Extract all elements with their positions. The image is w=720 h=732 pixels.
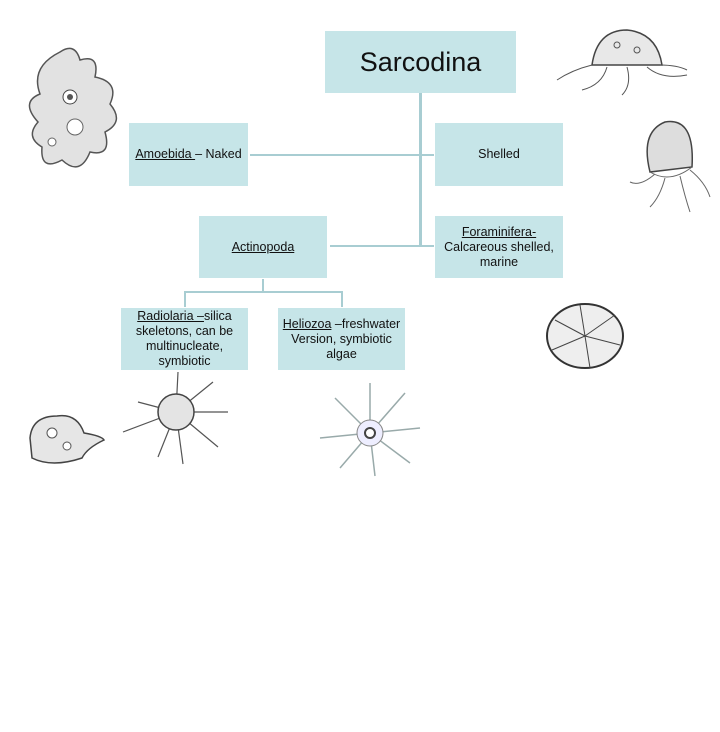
connector-root-trunk [419, 93, 422, 247]
connector-actinopoda-down [262, 279, 264, 292]
amoebida-desc: – Naked [195, 147, 242, 161]
testate-amoeba-sketch [629, 120, 711, 213]
connector-actinopoda-foraminifera [330, 245, 434, 247]
amoeba-sketch [28, 47, 118, 168]
actinopoda-label: Actinopoda [231, 239, 295, 254]
heliozoa-name: Heliozoa [282, 316, 332, 331]
node-sarcodina: Sarcodina [325, 31, 516, 93]
foraminifera-sketch [546, 303, 624, 369]
node-actinopoda: Actinopoda [199, 216, 327, 278]
node-amoebida: Amoebida – Naked [129, 123, 248, 186]
node-radiolaria: Radiolaria –silica skeletons, can be mul… [121, 308, 248, 370]
heliozoa-desc: –freshwater Version, symbiotic algae [291, 316, 401, 361]
foraminifera-desc: Calcareous shelled, marine [444, 239, 554, 269]
connector-actinopoda-children [184, 291, 343, 293]
radiolaria-desc: silica skeletons, can be multinucleate, … [135, 309, 234, 368]
amoeba-small-sketch [29, 414, 106, 464]
node-shelled: Shelled [435, 123, 563, 186]
connector-heliozoa [341, 291, 343, 307]
foraminifera-name: Foraminifera- [461, 224, 537, 239]
node-heliozoa: Heliozoa –freshwater Version, symbiotic … [278, 308, 405, 370]
node-sarcodina-label: Sarcodina [359, 47, 482, 77]
connector-amoebida-shelled [250, 154, 434, 156]
node-foraminifera: Foraminifera-Calcareous shelled, marine [435, 216, 563, 278]
jellyfish-like-sketch [556, 29, 688, 96]
connector-radiolaria [184, 291, 186, 307]
radiolaria-sketch [122, 372, 228, 465]
heliozoa-sketch [319, 383, 421, 477]
radiolaria-name: Radiolaria – [137, 309, 204, 323]
amoebida-name: Amoebida [135, 147, 196, 161]
shelled-label: Shelled [478, 147, 520, 161]
